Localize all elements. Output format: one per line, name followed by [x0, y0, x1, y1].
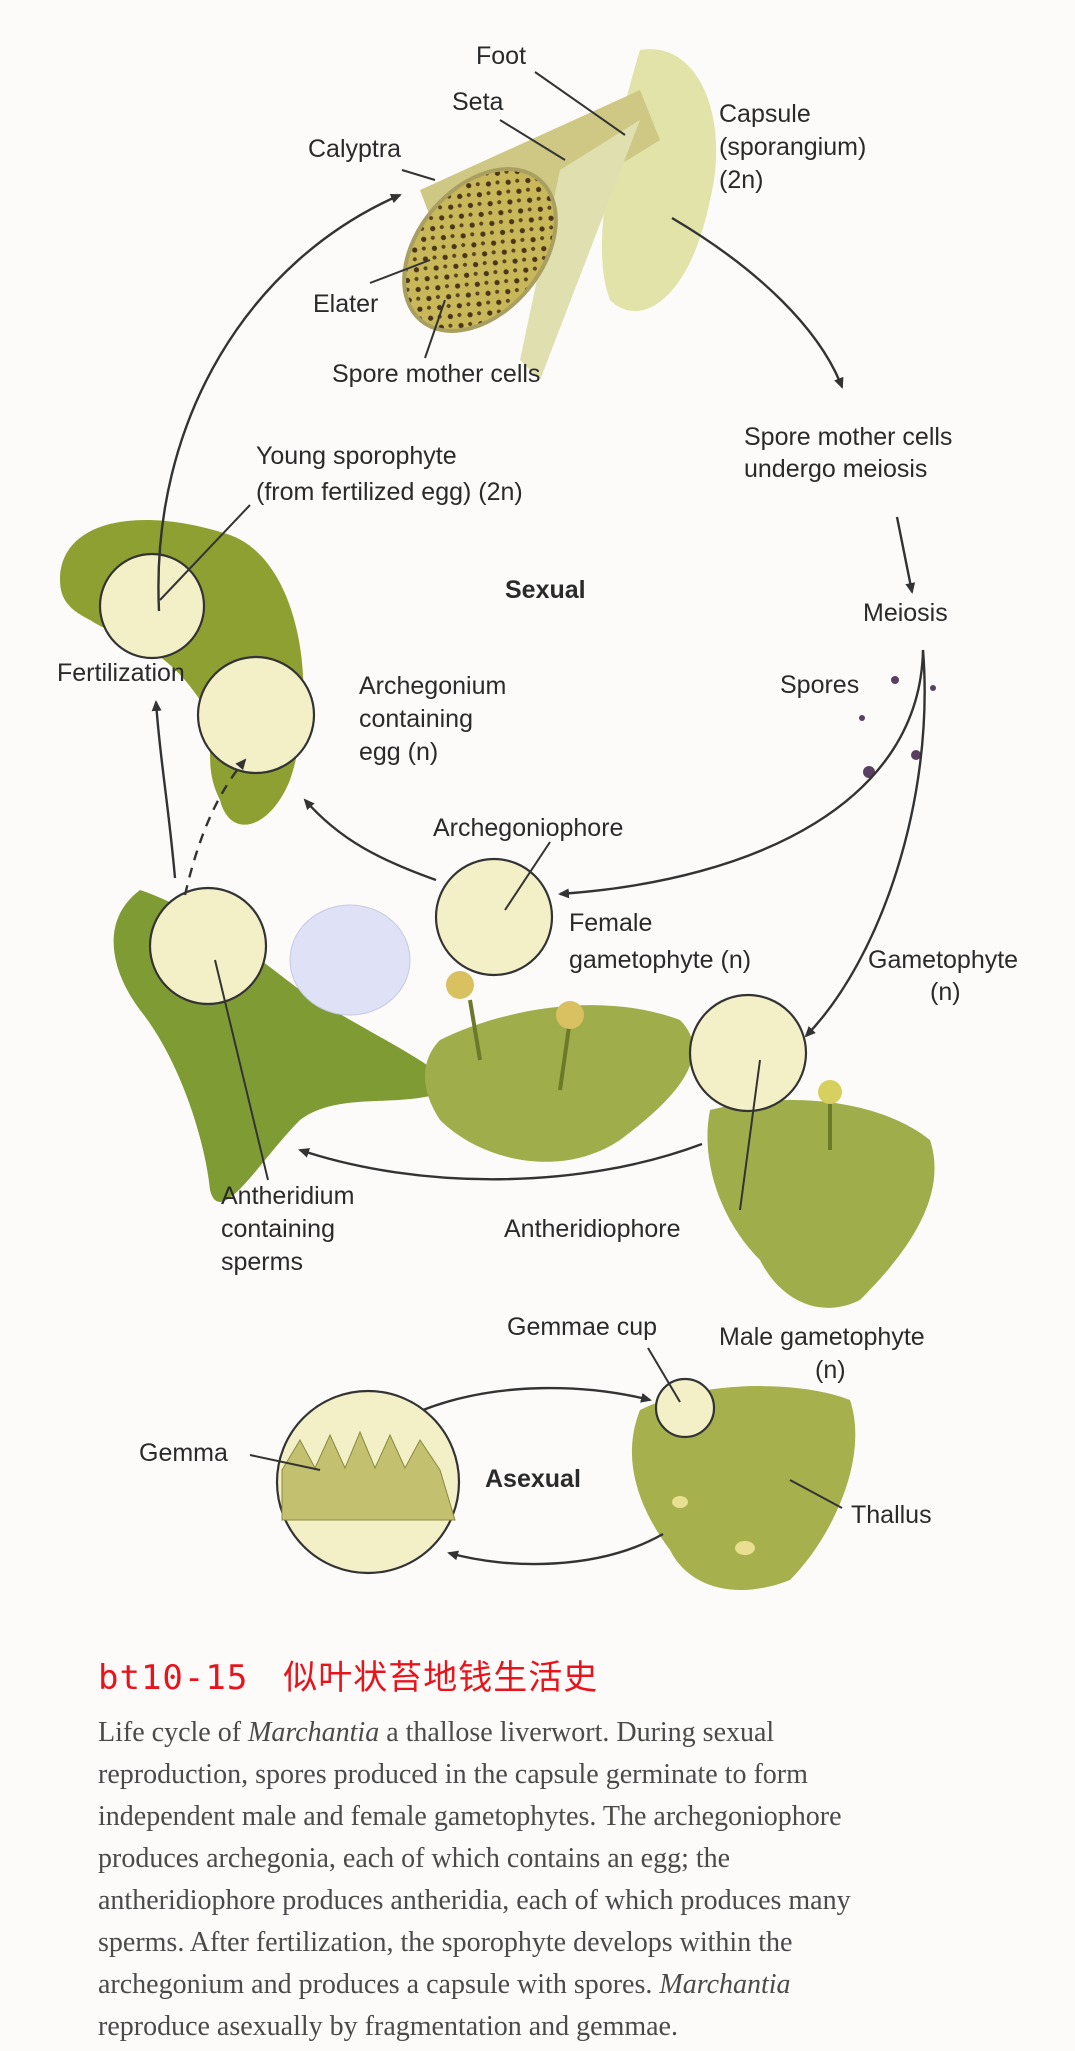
arrow-antheridium-to-fertilization	[151, 700, 177, 879]
female-gametophyte-illustration	[425, 971, 694, 1162]
label-antheridium-2: containing	[221, 1215, 335, 1243]
label-capsule-ploidy: (2n)	[719, 166, 763, 194]
arrow-sporophyte-to-capsule	[157, 193, 402, 612]
label-foot: Foot	[476, 42, 526, 70]
label-gemma: Gemma	[139, 1439, 228, 1467]
caption-genus: Marchantia	[248, 1717, 380, 1748]
sporophyte-capsule-illustration	[402, 49, 717, 380]
caption-text: a thallose liverwort. During sexual	[379, 1717, 775, 1748]
label-archegoniophore: Archegoniophore	[433, 814, 623, 842]
label-calyptra: Calyptra	[308, 135, 401, 163]
label-antheridium-3: sperms	[221, 1248, 303, 1276]
label-spores: Spores	[780, 671, 859, 699]
label-meiosis: Meiosis	[863, 599, 948, 627]
arrow-to-meiosis	[895, 516, 916, 594]
caption-line: archegonium and produces a capsule with …	[98, 1964, 1018, 2006]
caption-line: Life cycle of Marchantia a thallose live…	[98, 1712, 1018, 1754]
leader-lines	[159, 71, 843, 1509]
label-capsule-sporangium: (sporangium)	[719, 133, 866, 161]
figure-title: bt10-15 似叶状苔地钱生活史	[98, 1658, 599, 1698]
arrow-sperm-dashed	[183, 758, 247, 896]
caption-text: archegonium and produces a capsule with …	[98, 1969, 660, 2000]
label-male-gametophyte: Male gametophyte	[719, 1323, 925, 1351]
arrow-meiosis-to-male	[804, 649, 926, 1038]
spores-dots	[859, 676, 936, 778]
label-archegonium-3: egg (n)	[359, 738, 438, 766]
label-male-gametophyte-ploidy: (n)	[815, 1356, 846, 1384]
label-elater: Elater	[313, 290, 378, 318]
label-antheridiophore: Antheridiophore	[504, 1215, 681, 1243]
archegoniophore-circle	[434, 857, 554, 977]
label-sexual: Sexual	[505, 576, 586, 604]
label-meiosis-note-1: Spore mother cells	[744, 423, 952, 451]
label-young-sporophyte: Young sporophyte	[256, 442, 457, 470]
label-female-gametophyte-2: gametophyte (n)	[569, 946, 751, 974]
male-gametophyte-illustration	[707, 1080, 935, 1308]
label-fertilization: Fertilization	[57, 659, 185, 687]
arrow-gemma-to-cup	[422, 1386, 652, 1412]
arrow-archegoniophore-to-archegonium	[303, 798, 437, 882]
caption-line: produces archegonia, each of which conta…	[98, 1843, 731, 1874]
label-meiosis-note-2: undergo meiosis	[744, 455, 927, 483]
arrow-cup-to-gemma	[447, 1532, 664, 1566]
caption-line: independent male and female gametophytes…	[98, 1801, 842, 1832]
label-seta: Seta	[452, 88, 504, 116]
caption-line: reproduction, spores produced in the cap…	[98, 1759, 808, 1790]
caption-line: antheridiophore produces antheridia, eac…	[98, 1885, 851, 1916]
caption-text: Life cycle of	[98, 1717, 249, 1748]
caption-line: sperms. After fertilization, the sporoph…	[98, 1927, 793, 1958]
arrow-capsule-to-meiosis	[671, 216, 844, 389]
arrow-meiosis-to-female	[558, 649, 925, 899]
archegonium-circle	[196, 655, 316, 775]
label-gametophyte: Gametophyte	[868, 946, 1018, 974]
label-spore-mother-cells: Spore mother cells	[332, 360, 540, 388]
label-gemmae-cup: Gemmae cup	[507, 1313, 657, 1341]
label-young-sporophyte-2: (from fertilized egg) (2n)	[256, 478, 523, 506]
caption-genus: Marchantia	[659, 1969, 791, 2000]
label-gametophyte-ploidy: (n)	[930, 978, 961, 1006]
antheridium-circle	[148, 886, 268, 1006]
caption-line: reproduce asexually by fragmentation and…	[98, 2011, 678, 2042]
label-archegonium-2: containing	[359, 705, 473, 733]
gemma-cup-cells	[281, 1430, 456, 1521]
gemmae-cup-circle	[654, 1377, 716, 1439]
label-antheridium-1: Antheridium	[221, 1182, 354, 1210]
label-capsule: Capsule	[719, 100, 811, 128]
label-female-gametophyte-1: Female	[569, 909, 652, 937]
arrow-antheridiophore-to-antheridium	[298, 1142, 703, 1181]
label-thallus: Thallus	[851, 1501, 932, 1529]
antheridiophore-circle	[688, 993, 808, 1113]
label-archegonium-1: Archegonium	[359, 672, 506, 700]
figure-caption: Life cycle of Marchantia a thallose live…	[98, 1712, 1018, 2048]
marchantia-life-cycle-diagram: Foot Seta Calyptra Capsule (sporangium) …	[57, 42, 1018, 1590]
label-asexual: Asexual	[485, 1465, 581, 1493]
